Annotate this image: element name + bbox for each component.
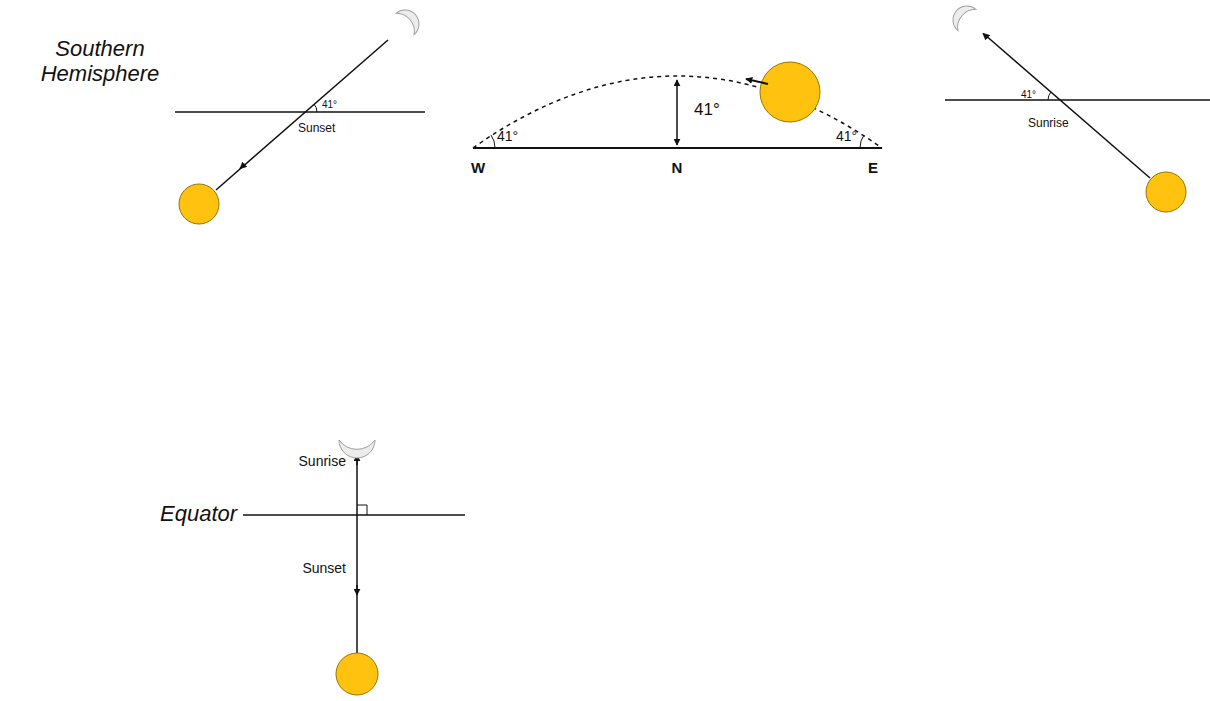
diagram-label: 41°	[497, 128, 518, 144]
angle-mark	[314, 104, 317, 112]
diagram-label: Sunset	[302, 560, 346, 576]
diagram-label: 41°	[322, 99, 337, 111]
horizon-line	[473, 147, 882, 149]
right-angle-mark	[357, 505, 367, 515]
diagram-label: Sunset	[298, 122, 335, 136]
angle-mark	[1048, 92, 1051, 100]
sun-path-line	[216, 40, 388, 190]
horizon-line	[243, 514, 465, 516]
moon-symbol	[396, 4, 425, 34]
sun-path-line	[356, 458, 358, 653]
sun-symbol	[760, 62, 820, 122]
sun-symbol	[179, 184, 219, 224]
direction-arrow	[356, 585, 358, 595]
sun-arc	[473, 76, 882, 148]
altitude-arrow	[676, 80, 678, 145]
diagram-label: 41°	[1021, 89, 1036, 101]
direction-arrow	[983, 34, 988, 39]
sun-symbol	[336, 653, 378, 695]
diagram-label: Sunrise	[299, 453, 346, 469]
region-label: Southern Hemisphere	[40, 36, 160, 87]
direction-arrow	[240, 164, 245, 169]
diagram-label: 41°	[836, 128, 857, 144]
moon-symbol	[947, 0, 976, 30]
horizon-line	[945, 99, 1210, 101]
sun-symbol	[1146, 172, 1186, 212]
diagram-label: W	[471, 159, 485, 176]
direction-arrow	[746, 79, 768, 84]
angle-mark	[860, 135, 864, 148]
region-label: Equator	[160, 501, 237, 526]
sun-path-line	[984, 34, 1150, 178]
diagram-label: Sunrise	[1028, 117, 1069, 131]
angle-mark	[491, 135, 495, 148]
diagram-label: N	[672, 159, 683, 176]
diagram-label: 41°	[694, 100, 720, 120]
horizon-line	[175, 111, 425, 113]
diagram-label: E	[868, 159, 878, 176]
